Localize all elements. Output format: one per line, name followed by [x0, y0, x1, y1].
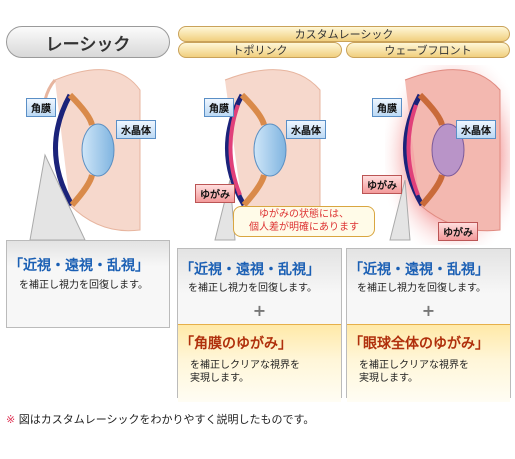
cornea-label-1: 角膜	[26, 98, 56, 117]
topolink-header: トポリンク	[178, 42, 342, 58]
plus-sign: +	[421, 301, 436, 320]
eye-diagrams	[29, 65, 510, 245]
cornea-label-3: 角膜	[372, 98, 402, 117]
lasik-panel: 「近視・遠視・乱視」 を補正し視力を回復します。	[6, 240, 170, 328]
lasik-panel-title: 「近視・遠視・乱視」	[9, 258, 149, 274]
topolink-panel-text: を補正し視力を回復します。	[188, 283, 317, 294]
wavefront-extra-line2: 実現します。	[359, 373, 418, 384]
topolink-extra-box: 「角膜のゆがみ」 を補正しクリアな視界を 実現します。	[178, 324, 341, 402]
topolink-panel-title: 「近視・遠視・乱視」	[180, 262, 320, 278]
individual-difference-callout: ゆがみの状態には、 個人差が明確にあります	[233, 206, 375, 237]
footnote: ※ 図はカスタムレーシックをわかりやすく説明したものです。	[6, 411, 314, 427]
lasik-panel-text: を補正し視力を回復します。	[19, 280, 148, 291]
wavefront-extra-title: 「眼球全体のゆがみ」	[349, 336, 489, 352]
footnote-mark: ※	[6, 413, 16, 426]
distortion-label-2: ゆがみ	[195, 184, 235, 203]
eye-topolink	[224, 69, 321, 232]
wavefront-header: ウェーブフロント	[346, 42, 510, 58]
topolink-panel: 「近視・遠視・乱視」 を補正し視力を回復します。 + 「角膜のゆがみ」 を補正し…	[177, 248, 342, 402]
cornea-label-2: 角膜	[204, 98, 234, 117]
footnote-text: 図はカスタムレーシックをわかりやすく説明したものです。	[18, 413, 315, 426]
lens-label-1: 水晶体	[116, 120, 156, 139]
callout-line2: 個人差が明確にあります	[249, 222, 359, 233]
distortion-label-3b: ゆがみ	[438, 222, 478, 241]
callout-line1: ゆがみの状態には、	[259, 209, 349, 220]
lens-label-2: 水晶体	[286, 120, 326, 139]
wavefront-panel-text: を補正し視力を回復します。	[357, 283, 486, 294]
topolink-extra-line2: 実現します。	[190, 373, 249, 384]
distortion-label-3a: ゆがみ	[362, 175, 402, 194]
wavefront-panel: 「近視・遠視・乱視」 を補正し視力を回復します。 + 「眼球全体のゆがみ」 を補…	[346, 248, 511, 402]
eye-lasik	[43, 69, 141, 232]
lasik-header: レーシック	[6, 26, 170, 58]
wavefront-extra-box: 「眼球全体のゆがみ」 を補正しクリアな視界を 実現します。	[347, 324, 510, 402]
wavefront-panel-title: 「近視・遠視・乱視」	[349, 262, 489, 278]
plus-sign: +	[252, 301, 267, 320]
lens-label-3: 水晶体	[456, 120, 496, 139]
wavefront-extra-line1: を補正しクリアな視界を	[359, 360, 469, 371]
topolink-extra-title: 「角膜のゆがみ」	[180, 336, 292, 352]
custom-lasik-header: カスタムレーシック	[178, 26, 510, 42]
topolink-extra-line1: を補正しクリアな視界を	[190, 360, 300, 371]
